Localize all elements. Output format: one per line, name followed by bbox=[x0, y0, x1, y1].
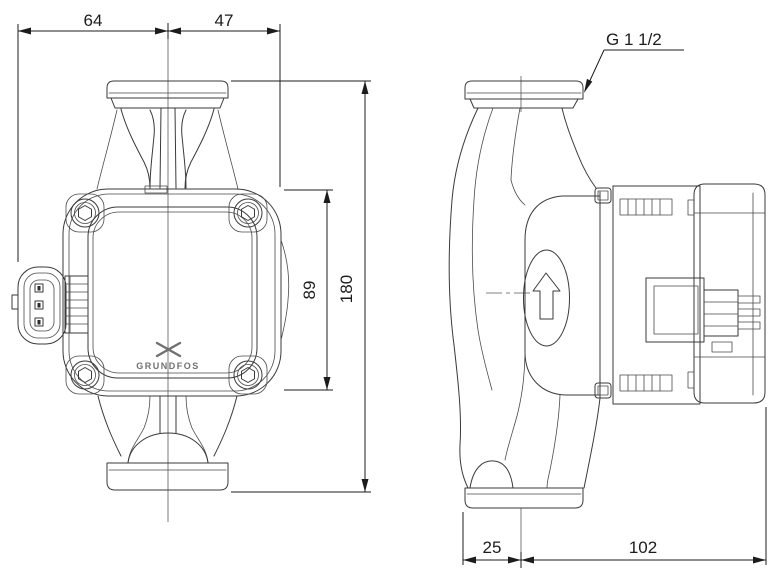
control-box bbox=[687, 183, 766, 404]
dim-47-label: 47 bbox=[215, 11, 234, 30]
flow-direction-arrow-icon bbox=[532, 272, 561, 320]
screw-top-right-icon bbox=[228, 193, 268, 233]
front-body bbox=[62, 185, 290, 397]
plug-inner-outline bbox=[23, 272, 61, 339]
clamp-ring bbox=[594, 185, 614, 405]
side-pipe bbox=[448, 107, 597, 489]
connector-fingers bbox=[737, 295, 761, 330]
dimension-180: 180 bbox=[231, 80, 371, 493]
clamp-bolt-bottom-icon bbox=[594, 382, 612, 399]
dimension-89: 89 bbox=[284, 189, 333, 391]
dim-89-label: 89 bbox=[300, 281, 319, 300]
flow-badge-oval bbox=[523, 249, 570, 347]
thread-size-label: G 1 1/2 bbox=[606, 30, 662, 49]
screw-bottom-right-icon bbox=[228, 355, 268, 395]
connector-notch bbox=[11, 294, 19, 310]
thread-size-callout: G 1 1/2 bbox=[584, 30, 684, 93]
side-bottom-flange bbox=[464, 487, 584, 509]
electrical-connector bbox=[11, 266, 89, 345]
front-top-neck bbox=[96, 107, 239, 190]
dim-25-label: 25 bbox=[483, 538, 502, 557]
stator-housing bbox=[612, 185, 701, 405]
pin-frame bbox=[29, 279, 55, 332]
side-view bbox=[448, 76, 766, 561]
dim-64-label: 64 bbox=[84, 11, 103, 30]
grundfos-emblem-icon bbox=[155, 341, 182, 358]
dim-180-label: 180 bbox=[337, 275, 356, 303]
front-bottom-neck bbox=[97, 395, 238, 464]
side-bottom-neck bbox=[469, 351, 601, 489]
dimension-25: 25 bbox=[462, 512, 522, 568]
screw-top-left-icon bbox=[65, 193, 105, 233]
dimension-47: 47 bbox=[167, 11, 281, 187]
terminal-connector bbox=[645, 277, 761, 353]
dim-102-label: 102 bbox=[629, 538, 657, 557]
front-top-flange bbox=[106, 80, 229, 109]
front-bottom-flange bbox=[106, 462, 229, 491]
clamp-bolt-top-icon bbox=[594, 187, 612, 204]
dimension-64: 64 bbox=[17, 11, 168, 262]
front-view: GRUNDFOS bbox=[11, 23, 290, 522]
screw-bottom-left-icon bbox=[65, 355, 105, 395]
side-top-flange bbox=[464, 80, 584, 109]
dimension-102: 102 bbox=[521, 407, 767, 565]
volute-front bbox=[523, 195, 601, 396]
brand-logo: GRUNDFOS bbox=[136, 341, 200, 371]
brand-logo-text: GRUNDFOS bbox=[136, 361, 200, 371]
corner-screws bbox=[65, 193, 268, 395]
connector-pins bbox=[34, 283, 44, 327]
connector-ribs bbox=[64, 275, 89, 334]
plug-outline bbox=[17, 266, 67, 345]
